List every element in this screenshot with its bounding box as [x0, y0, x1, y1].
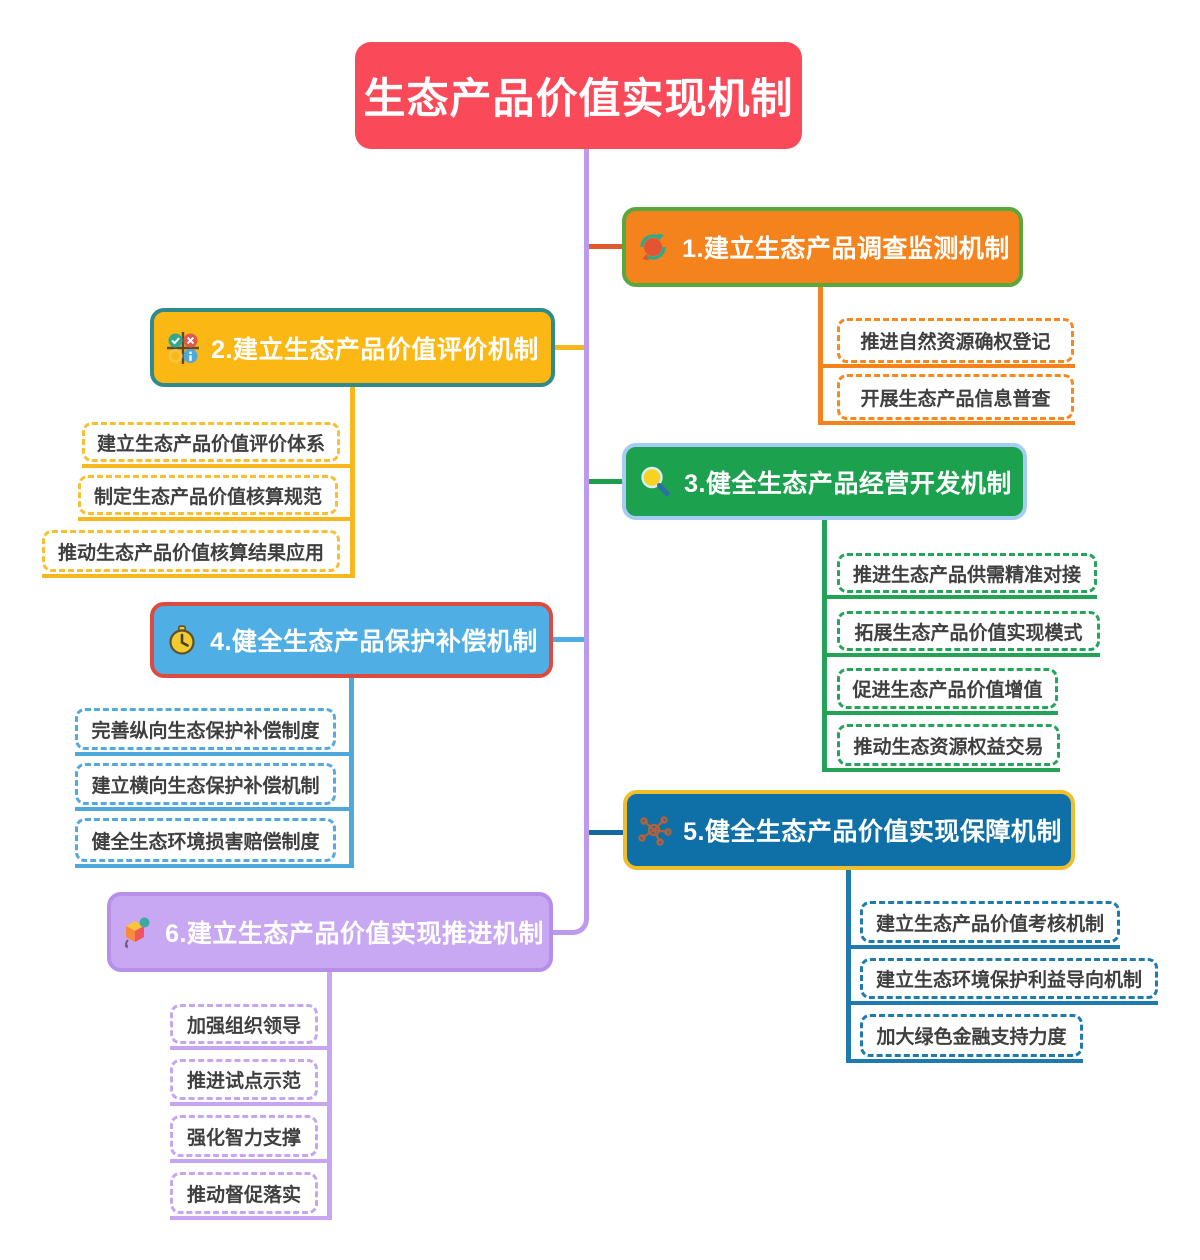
branch4-connector	[553, 637, 584, 642]
child-topic[interactable]: 制定生态产品价值核算规范	[78, 475, 338, 515]
branch5-connector	[589, 830, 623, 835]
branch-node-6[interactable]: 6.建立生态产品价值实现推进机制	[107, 892, 553, 972]
branch-label: 2.建立生态产品价值评价机制	[211, 335, 539, 364]
root-node[interactable]: 生态产品价值实现机制	[355, 42, 802, 149]
child-topic[interactable]: 建立横向生态保护补偿机制	[75, 763, 336, 805]
child-topic[interactable]: 建立生态产品价值考核机制	[860, 901, 1120, 943]
child-underline	[75, 807, 354, 811]
child-underline	[846, 1059, 1083, 1063]
child-topic[interactable]: 开展生态产品信息普查	[837, 374, 1074, 420]
branch-label: 1.建立生态产品调查监测机制	[682, 235, 1010, 263]
branch5-children-line	[846, 870, 851, 1062]
magnifier-icon	[637, 464, 673, 500]
child-topic[interactable]: 健全生态环境损害赔偿制度	[75, 818, 336, 862]
trunk-line	[584, 148, 589, 914]
child-underline	[75, 864, 354, 868]
child-underline	[818, 421, 1075, 425]
child-topic[interactable]: 推动督促落实	[170, 1172, 318, 1214]
branch-node-5[interactable]: 5.健全生态产品价值实现保障机制	[623, 790, 1075, 870]
child-underline	[822, 711, 1058, 715]
child-underline	[846, 1001, 1158, 1005]
child-topic[interactable]: 强化智力支撑	[170, 1115, 318, 1157]
child-topic[interactable]: 推进自然资源确权登记	[837, 318, 1074, 363]
branch2-children-line	[350, 387, 355, 578]
molecule-icon	[636, 812, 672, 848]
child-underline	[78, 517, 355, 521]
child-underline	[170, 1216, 332, 1220]
child-underline	[82, 464, 355, 468]
child-topic[interactable]: 拓展生态产品价值实现模式	[837, 611, 1100, 651]
refresh-icon	[635, 229, 671, 265]
child-underline	[42, 574, 355, 578]
branch1-children-line	[818, 287, 823, 425]
child-underline	[822, 768, 1060, 772]
branch-node-1[interactable]: 1.建立生态产品调查监测机制	[622, 207, 1023, 287]
status-grid-icon	[166, 331, 200, 365]
child-topic[interactable]: 建立生态产品价值评价体系	[82, 422, 340, 462]
child-topic[interactable]: 推进试点示范	[170, 1059, 318, 1100]
child-topic[interactable]: 建立生态环境保护利益导向机制	[860, 958, 1158, 999]
branch-node-3[interactable]: 3.健全生态产品经营开发机制	[622, 443, 1027, 520]
branch-label: 4.健全生态产品保护补偿机制	[210, 628, 538, 656]
child-underline	[75, 752, 354, 756]
child-underline	[170, 1159, 332, 1163]
child-underline	[822, 595, 1097, 599]
cube-icon	[116, 913, 154, 951]
child-underline	[170, 1102, 332, 1106]
child-topic[interactable]: 加大绿色金融支持力度	[860, 1014, 1083, 1057]
child-topic[interactable]: 推进生态产品供需精准对接	[837, 553, 1097, 593]
branch1-connector	[589, 244, 622, 249]
branch4-children-line	[349, 678, 354, 868]
branch-label: 6.建立生态产品价值实现推进机制	[165, 920, 544, 948]
clock-icon	[165, 623, 199, 657]
child-underline	[170, 1046, 332, 1050]
branch-node-2[interactable]: 2.建立生态产品价值评价机制	[150, 308, 555, 387]
branch2-connector	[555, 345, 584, 350]
child-topic[interactable]: 促进生态产品价值增值	[837, 668, 1058, 709]
branch-label: 3.健全生态产品经营开发机制	[684, 469, 1012, 498]
trunk-bottom-curve	[553, 914, 589, 935]
branch-label: 5.健全生态产品价值实现保障机制	[683, 818, 1062, 846]
child-topic[interactable]: 完善纵向生态保护补偿制度	[75, 708, 336, 750]
child-topic[interactable]: 推动生态产品价值核算结果应用	[42, 530, 340, 572]
branch3-children-line	[822, 520, 827, 772]
child-underline	[846, 945, 1120, 949]
branch6-children-line	[327, 972, 332, 1220]
child-underline	[818, 364, 1075, 368]
branch3-connector	[589, 479, 622, 484]
child-topic[interactable]: 推动生态资源权益交易	[837, 724, 1060, 766]
child-topic[interactable]: 加强组织领导	[170, 1004, 318, 1044]
child-underline	[822, 653, 1100, 657]
branch-node-4[interactable]: 4.健全生态产品保护补偿机制	[150, 602, 553, 678]
